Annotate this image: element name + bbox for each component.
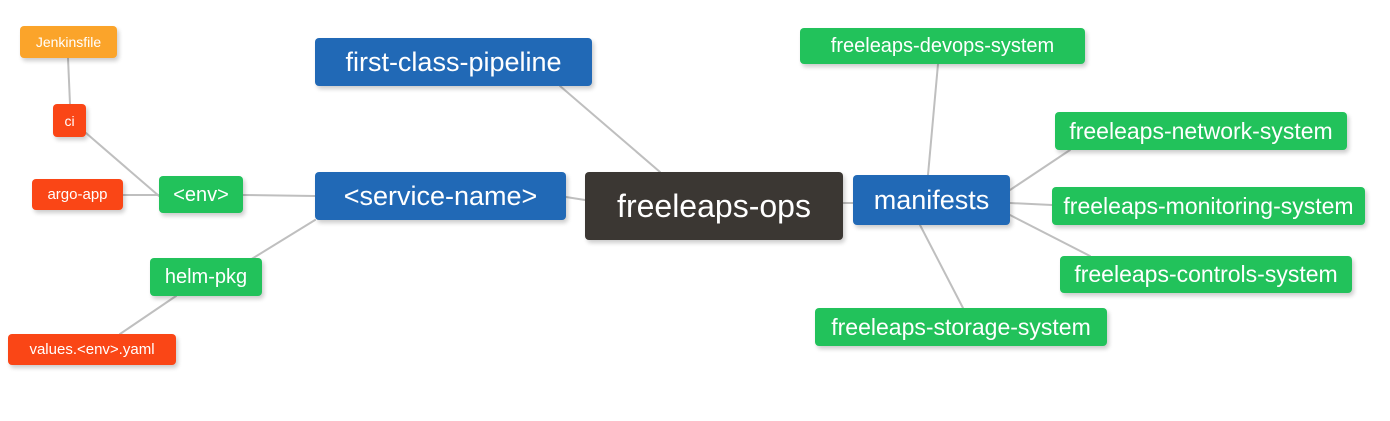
mindmap-node-ci[interactable]: ci bbox=[53, 104, 86, 137]
mindmap-node-argo-app[interactable]: argo-app bbox=[32, 179, 123, 210]
edge-manifests-to-controls-sys bbox=[1009, 214, 1091, 257]
mindmap-node-controls-sys[interactable]: freeleaps-controls-system bbox=[1060, 256, 1352, 293]
edge-service-name-to-helm-pkg bbox=[249, 219, 316, 261]
edge-ci-to-env bbox=[85, 132, 160, 197]
edge-manifests-to-network-sys bbox=[1009, 149, 1071, 191]
edge-manifests-to-monitoring-sys bbox=[1009, 202, 1053, 206]
edge-manifests-to-storage-sys bbox=[919, 224, 964, 309]
mindmap-node-env[interactable]: <env> bbox=[159, 176, 243, 213]
mindmap-node-pipeline[interactable]: first-class-pipeline bbox=[315, 38, 592, 86]
mindmap-node-jenkinsfile[interactable]: Jenkinsfile bbox=[20, 26, 117, 58]
edge-jenkinsfile-to-ci bbox=[67, 57, 71, 105]
edge-helm-pkg-to-values-yaml bbox=[119, 295, 177, 335]
edge-service-name-to-root bbox=[565, 196, 586, 201]
mindmap-node-values-yaml[interactable]: values.<env>.yaml bbox=[8, 334, 176, 365]
edge-manifests-to-devops-sys bbox=[927, 63, 939, 176]
mindmap-node-helm-pkg[interactable]: helm-pkg bbox=[150, 258, 262, 296]
mindmap-node-network-sys[interactable]: freeleaps-network-system bbox=[1055, 112, 1347, 150]
mindmap-node-storage-sys[interactable]: freeleaps-storage-system bbox=[815, 308, 1107, 346]
mindmap-node-monitoring-sys[interactable]: freeleaps-monitoring-system bbox=[1052, 187, 1365, 225]
edge-pipeline-to-root bbox=[559, 85, 661, 173]
mindmap-node-service-name[interactable]: <service-name> bbox=[315, 172, 566, 220]
mindmap-node-manifests[interactable]: manifests bbox=[853, 175, 1010, 225]
mindmap-node-devops-sys[interactable]: freeleaps-devops-system bbox=[800, 28, 1085, 64]
edge-env-to-service-name bbox=[242, 194, 316, 197]
mindmap-node-root[interactable]: freeleaps-ops bbox=[585, 172, 843, 240]
